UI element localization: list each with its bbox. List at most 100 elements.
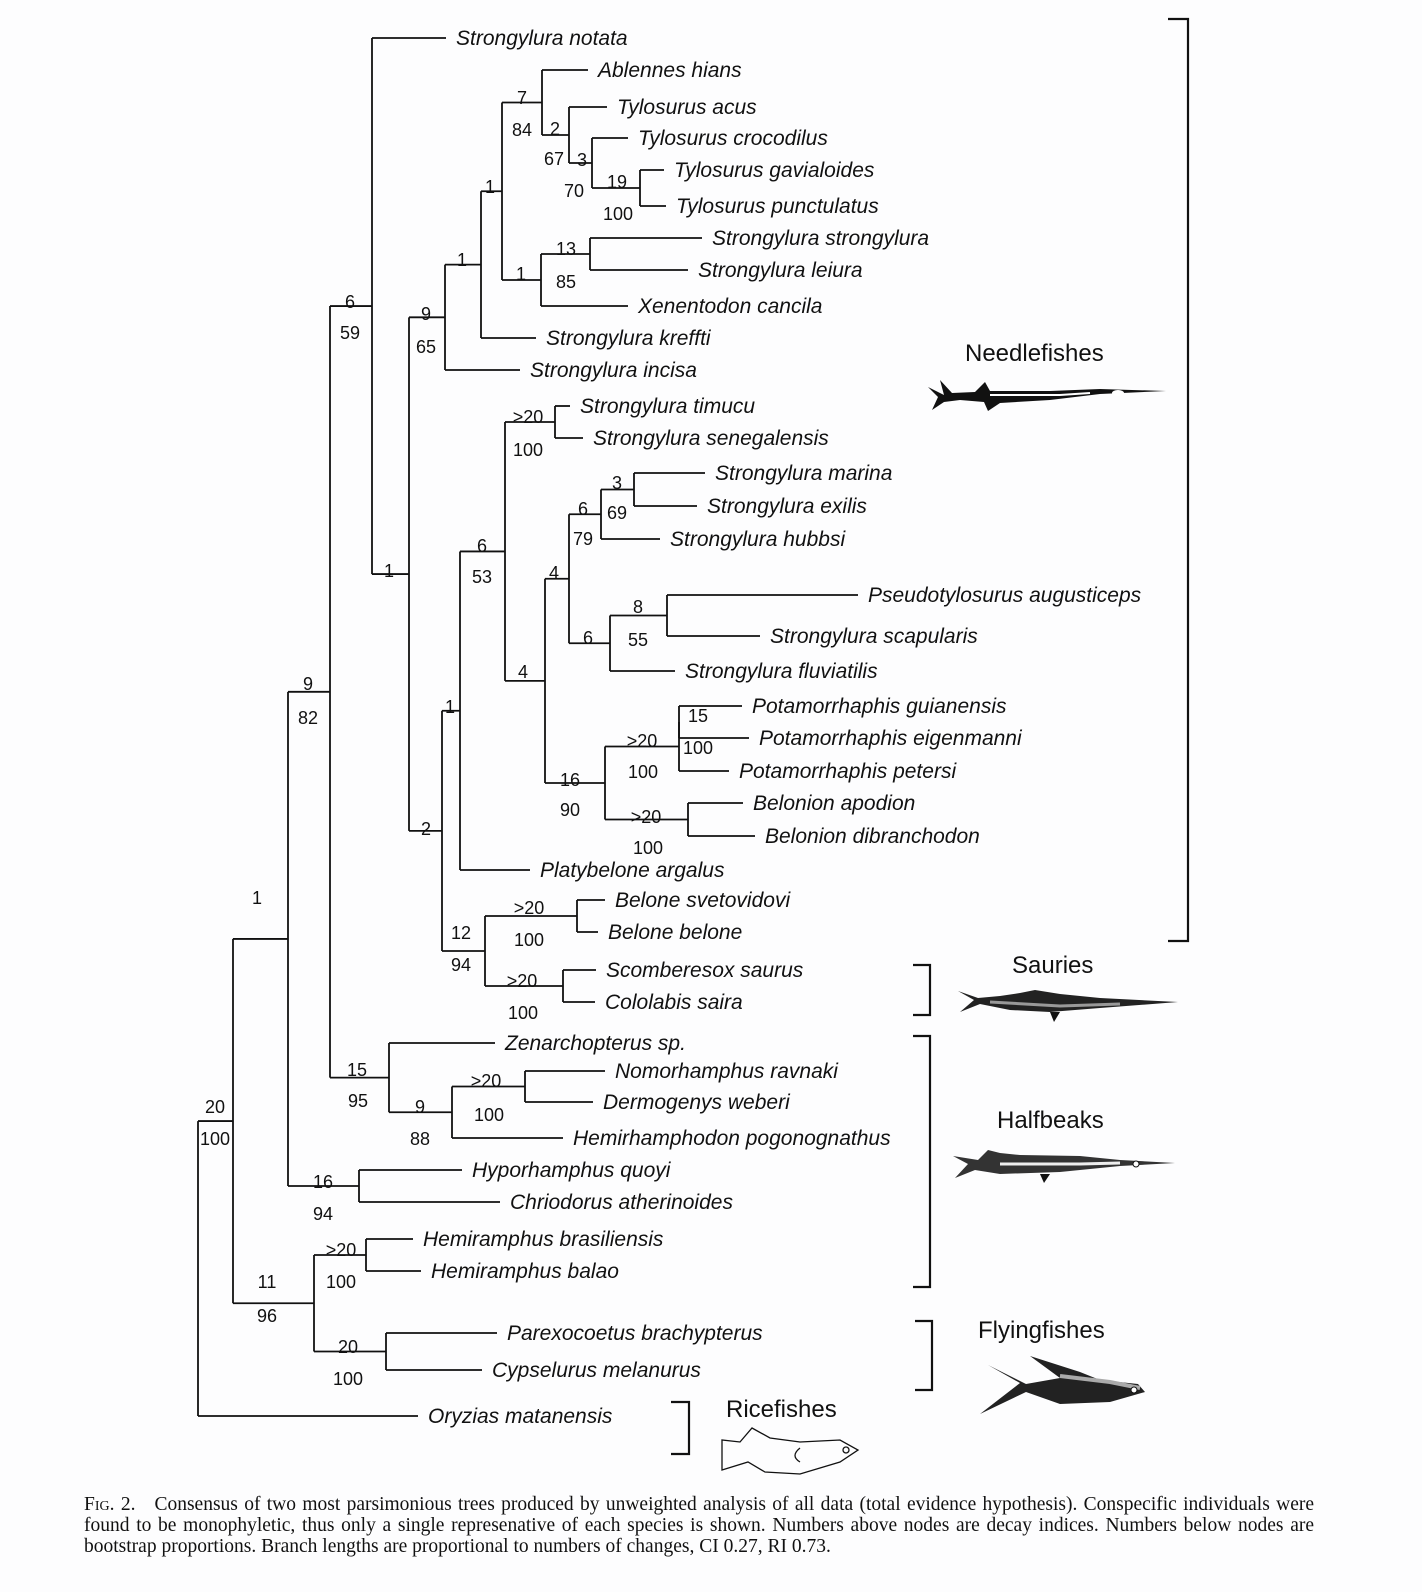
taxon-label: Strongylura senegalensis (593, 427, 829, 450)
halfbeak-icon (953, 1150, 1175, 1183)
decay-index-label: 1 (445, 697, 455, 717)
taxon-label: Strongylura timucu (580, 395, 755, 418)
taxon-label: Strongylura marina (715, 462, 892, 485)
decay-index-label: 7 (517, 88, 527, 108)
decay-index-label: 1 (457, 250, 467, 270)
taxon-label: Strongylura hubbsi (670, 528, 846, 551)
taxon-label: Potamorrhaphis petersi (739, 760, 957, 783)
decay-index-label: 9 (415, 1097, 425, 1117)
decay-index-label: 16 (560, 770, 580, 790)
ricefish-icon (721, 1427, 860, 1475)
bootstrap-label: 100 (514, 930, 544, 950)
caption-label: Fig. 2. (84, 1494, 136, 1515)
bootstrap-label: 53 (472, 567, 492, 587)
decay-index-label: 4 (518, 662, 528, 682)
taxon-label: Hemiramphus balao (431, 1260, 619, 1283)
bootstrap-label: 85 (556, 272, 576, 292)
needlefishes-bracket (1168, 17, 1190, 943)
decay-index-label: 4 (549, 563, 559, 583)
bootstrap-label: 100 (683, 738, 713, 758)
bootstrap-label: 95 (348, 1091, 368, 1111)
taxon-label: Dermogenys weberi (603, 1091, 791, 1114)
taxon-label: Potamorrhaphis guianensis (752, 695, 1007, 718)
taxon-label: Cypselurus melanurus (492, 1359, 701, 1382)
bootstrap-label: 55 (628, 630, 648, 650)
taxon-label: Parexocoetus brachypterus (507, 1322, 763, 1345)
decay-index-label: >20 (631, 807, 662, 827)
taxon-label: Tylosurus gavialoides (674, 159, 875, 182)
decay-index-label: >20 (513, 407, 544, 427)
bootstrap-label: 94 (313, 1204, 333, 1224)
bootstrap-label: 69 (607, 503, 627, 523)
bootstrap-label: 88 (410, 1129, 430, 1149)
decay-index-label: 6 (345, 292, 355, 312)
taxon-label: Potamorrhaphis eigenmanni (759, 727, 1023, 750)
decay-index-label: 11 (258, 1272, 277, 1292)
decay-index-label: 9 (421, 304, 431, 324)
bootstrap-label: 67 (544, 149, 564, 169)
group-labels: Needlefishes Sauries Halfbeaks Flyingfis… (726, 340, 1105, 1423)
bootstrap-label: 84 (512, 120, 532, 140)
decay-index-label: 13 (556, 239, 576, 259)
decay-index-label: 1 (516, 264, 526, 284)
group-label-needlefishes: Needlefishes (965, 340, 1104, 367)
decay-index-label: 1 (485, 177, 495, 197)
group-label-flyingfishes: Flyingfishes (978, 1317, 1105, 1344)
halfbeaks-bracket (913, 1034, 932, 1289)
decay-index-label: 16 (313, 1172, 333, 1192)
caption-text: Consensus of two most parsimonious trees… (84, 1494, 1315, 1557)
decay-index-label: 15 (347, 1060, 367, 1080)
taxon-label: Oryzias matanensis (428, 1405, 613, 1428)
bootstrap-label: 100 (333, 1369, 363, 1389)
flyingfish-icon (980, 1356, 1145, 1414)
saury-icon (958, 990, 1178, 1022)
taxon-label: Belonion apodion (753, 792, 915, 815)
taxon-label: Belonion dibranchodon (765, 825, 980, 848)
decay-index-label: 1 (384, 561, 394, 581)
taxon-label: Cololabis saira (605, 991, 743, 1014)
taxon-label: Scomberesox saurus (606, 959, 804, 982)
taxon-label: Hyporhamphus quoyi (472, 1159, 672, 1182)
decay-index-label: >20 (507, 971, 538, 991)
decay-index-label: 9 (303, 674, 313, 694)
decay-index-label: >20 (514, 898, 545, 918)
decay-index-label: 12 (451, 923, 471, 943)
bootstrap-label: 90 (560, 800, 580, 820)
taxon-label: Strongylura leiura (698, 259, 863, 282)
needlefish-icon (928, 380, 1166, 411)
bootstrap-label: 100 (200, 1129, 230, 1149)
decay-index-label: 3 (612, 473, 622, 493)
taxon-label: Pseudotylosurus augusticeps (868, 584, 1142, 607)
decay-index-label: 19 (607, 172, 627, 192)
decay-index-label: >20 (471, 1071, 502, 1091)
bootstrap-label: 82 (298, 708, 318, 728)
decay-index-label: >20 (627, 731, 658, 751)
bootstrap-label: 100 (633, 838, 663, 858)
figure-caption: Fig. 2. Consensus of two most parsimonio… (84, 1494, 1314, 1557)
bootstrap-label: 94 (451, 955, 471, 975)
taxon-label: Nomorhamphus ravnaki (615, 1060, 839, 1083)
taxon-label: Xenentodon cancila (637, 295, 822, 318)
tree-branches (197, 37, 858, 1417)
bootstrap-label: 100 (628, 762, 658, 782)
decay-index-label: 8 (633, 597, 643, 617)
decay-index-label: 6 (583, 628, 593, 648)
taxon-label: Tylosurus acus (617, 96, 757, 119)
sauries-bracket (913, 963, 932, 1017)
decay-index-label: >20 (326, 1240, 357, 1260)
group-brackets (671, 17, 1190, 1456)
taxon-label: Chriodorus atherinoides (510, 1191, 733, 1214)
decay-index-label: 6 (477, 536, 487, 556)
bootstrap-label: 100 (326, 1272, 356, 1292)
bootstrap-label: 96 (257, 1306, 277, 1326)
decay-index-label: 15 (688, 706, 708, 726)
taxon-label: Belone belone (608, 921, 742, 944)
taxon-label: Strongylura fluviatilis (685, 660, 878, 683)
ricefishes-bracket (671, 1400, 691, 1456)
bootstrap-label: 100 (474, 1105, 504, 1125)
taxon-label: Strongylura kreffti (546, 327, 712, 350)
taxon-label: Strongylura scapularis (770, 625, 978, 648)
taxon-label: Ablennes hians (596, 59, 742, 82)
